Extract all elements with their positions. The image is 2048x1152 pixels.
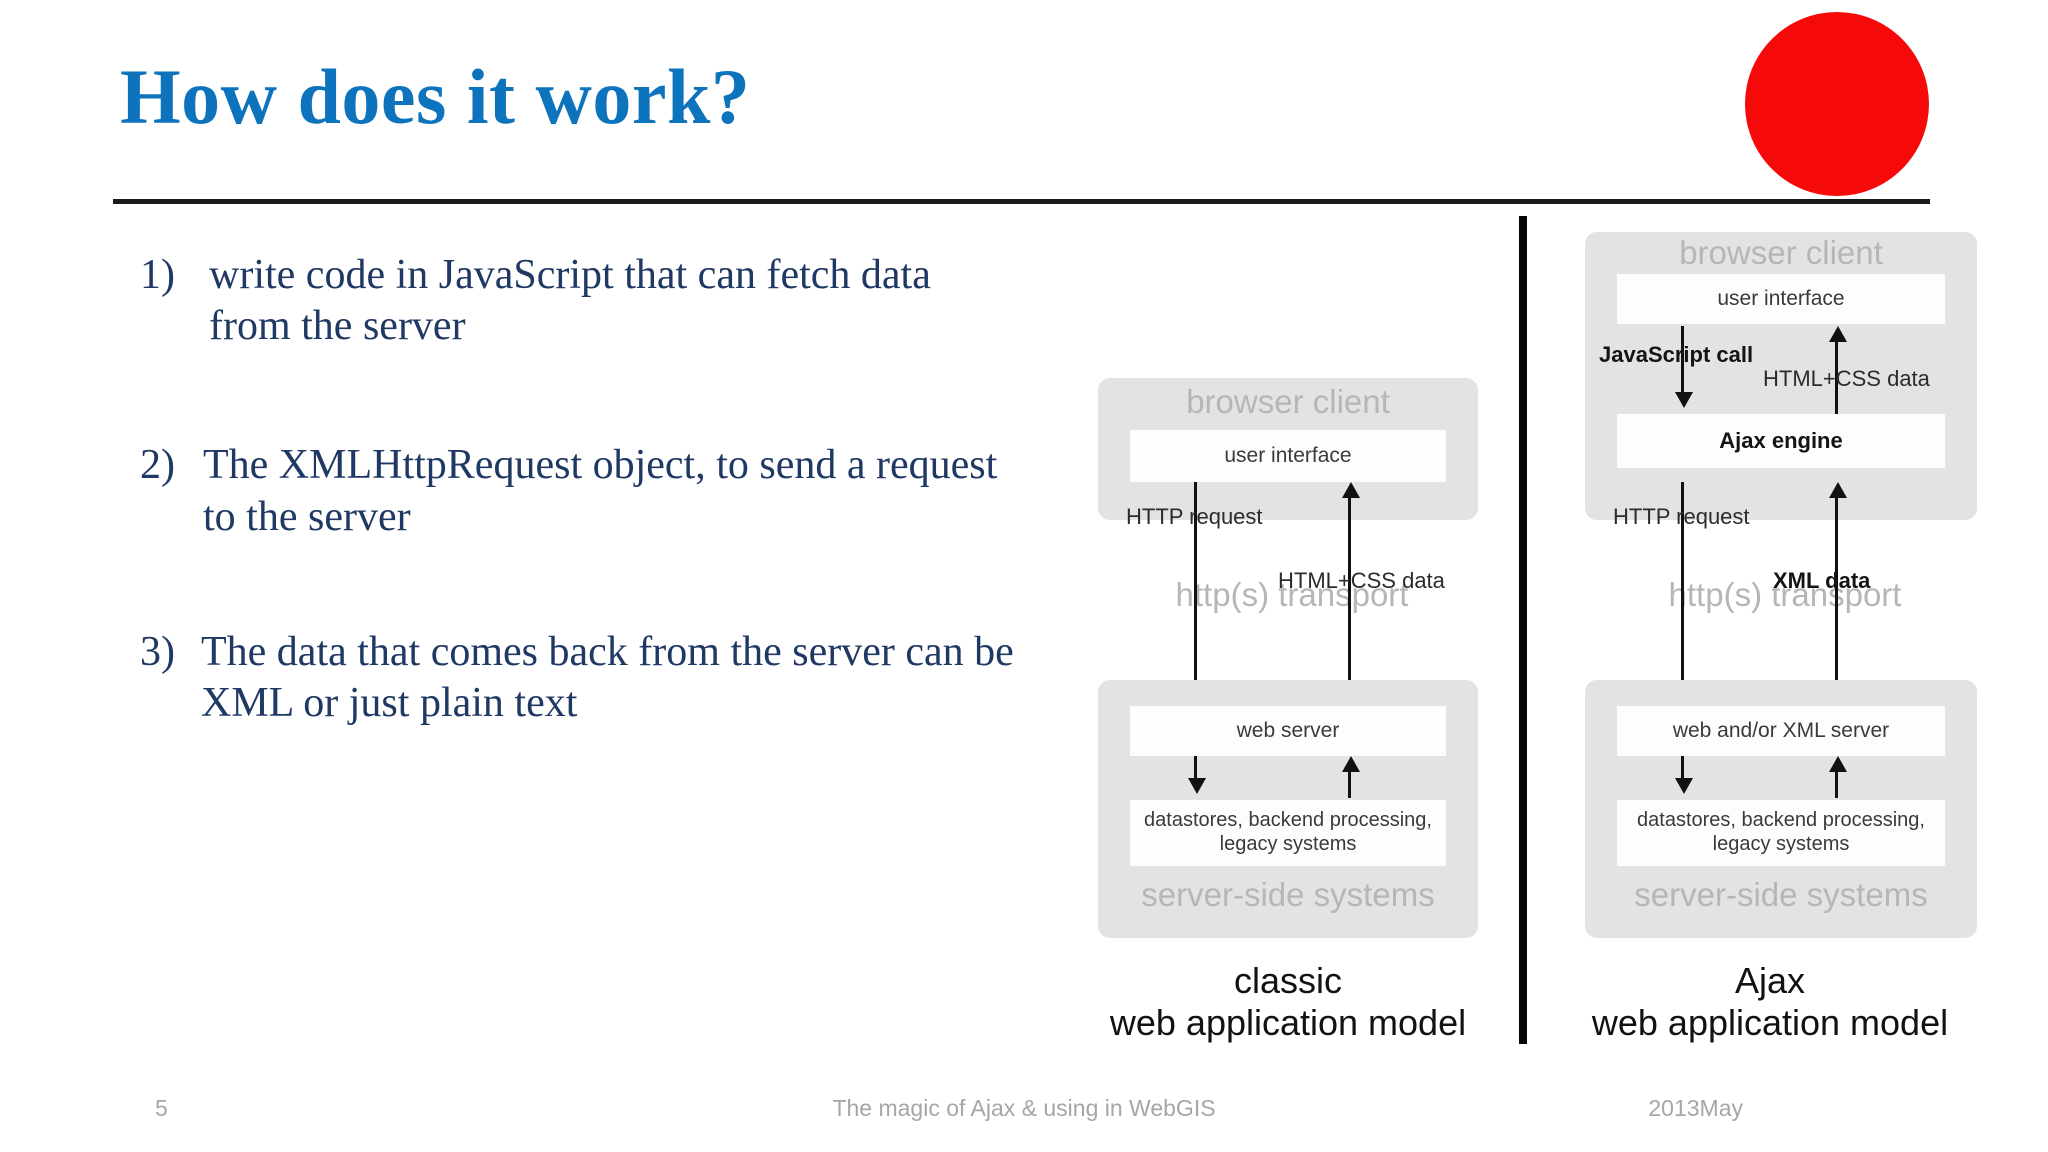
ajax-browser-client-label: browser client: [1679, 234, 1883, 271]
ajax-server-side-group: web and/or XML server datastores, backen…: [1585, 680, 1977, 938]
ajax-jscall-arrow-head: [1675, 392, 1693, 408]
ajax-jscall-arrow-line: [1681, 326, 1684, 396]
classic-caption-line1: classic: [1233, 960, 1343, 1001]
ajax-engine-box: Ajax engine: [1617, 414, 1945, 468]
ajax-server-down-arrow-head: [1675, 778, 1693, 794]
classic-server-up-arrow-line: [1348, 770, 1351, 798]
ajax-user-interface-box: user interface: [1617, 274, 1945, 324]
classic-browser-client-label: browser client: [1186, 383, 1390, 420]
classic-model-diagram: browser client user interface http(s) tr…: [1098, 378, 1478, 938]
footer-date: 2013May: [1648, 1095, 1743, 1121]
ajax-caption-line2: web application model: [1591, 1002, 1949, 1044]
classic-request-arrow-line: [1194, 482, 1197, 700]
ajax-server-up-arrow-line: [1835, 770, 1838, 798]
bullet-list: 1) write code in JavaScript that can fet…: [140, 250, 1020, 785]
ajax-xml-data-label: XML data: [1773, 568, 1871, 593]
list-item-number: 3): [140, 628, 175, 675]
ajax-response-arrow-head: [1829, 482, 1847, 498]
classic-response-arrow-head: [1342, 482, 1360, 498]
list-item: 3) The data that comes back from the ser…: [140, 627, 1020, 729]
classic-browser-client-group: browser client user interface: [1098, 378, 1478, 520]
ajax-web-xml-server-box: web and/or XML server: [1617, 706, 1945, 756]
classic-html-css-data-label: HTML+CSS data: [1278, 568, 1445, 593]
ajax-javascript-call-label: JavaScript call: [1599, 342, 1754, 367]
ajax-htmlcss-arrow-head: [1829, 326, 1847, 342]
ajax-datastores-box: datastores, backend processing, legacy s…: [1617, 800, 1945, 866]
ajax-transport-label: http(s) transport: [1668, 576, 1902, 613]
footer-title: The magic of Ajax & using in WebGIS: [832, 1095, 1216, 1121]
ajax-model-diagram: browser client user interface Ajax engin…: [1585, 232, 1977, 938]
classic-web-server-box: web server: [1130, 706, 1446, 756]
classic-transport-label: http(s) transport: [1175, 576, 1409, 613]
list-item-number: 1): [140, 252, 175, 298]
page-title: How does it work?: [120, 53, 751, 140]
ajax-response-arrow-line: [1835, 496, 1838, 710]
list-item-label: write code in JavaScript that can fetch …: [209, 252, 931, 350]
ajax-caption-line1: Ajax: [1734, 960, 1806, 1001]
classic-user-interface-box: user interface: [1130, 430, 1446, 482]
red-circle-decoration-icon: [1745, 12, 1929, 196]
classic-server-down-arrow-head: [1188, 778, 1206, 794]
classic-model-caption: classic web application model: [1078, 960, 1498, 1044]
list-item: 1) write code in JavaScript that can fet…: [140, 250, 1020, 352]
list-item-label: The data that comes back from the server…: [201, 628, 1014, 727]
page-number: 5: [155, 1095, 168, 1121]
list-item-number: 2): [140, 442, 175, 489]
slide-footer: 5 The magic of Ajax & using in WebGIS 20…: [0, 1095, 2048, 1145]
classic-server-down-arrow-line: [1194, 756, 1197, 782]
classic-caption-line2: web application model: [1109, 1002, 1467, 1044]
ajax-html-css-data-label: HTML+CSS data: [1763, 366, 1930, 391]
ajax-server-up-arrow-head: [1829, 756, 1847, 772]
classic-server-side-label: server-side systems: [1141, 876, 1435, 913]
classic-response-arrow-line: [1348, 496, 1351, 710]
ajax-server-side-label: server-side systems: [1634, 876, 1928, 913]
ajax-server-down-arrow-line: [1681, 756, 1684, 782]
classic-datastores-box: datastores, backend processing, legacy s…: [1130, 800, 1446, 866]
ajax-request-arrow-line: [1681, 482, 1684, 700]
ajax-htmlcss-arrow-line: [1835, 340, 1838, 414]
title-divider: [113, 199, 1930, 204]
ajax-model-caption: Ajax web application model: [1545, 960, 1995, 1044]
diagram-separator: [1519, 216, 1527, 1044]
ajax-http-request-label: HTTP request: [1613, 504, 1750, 529]
list-item-label: The XMLHttpRequest object, to send a req…: [203, 442, 998, 540]
classic-server-up-arrow-head: [1342, 756, 1360, 772]
classic-server-side-group: web server datastores, backend processin…: [1098, 680, 1478, 938]
ajax-browser-client-group: browser client user interface Ajax engin…: [1585, 232, 1977, 520]
list-item: 2) The XMLHttpRequest object, to send a …: [140, 440, 1020, 542]
classic-http-request-label: HTTP request: [1126, 504, 1263, 529]
